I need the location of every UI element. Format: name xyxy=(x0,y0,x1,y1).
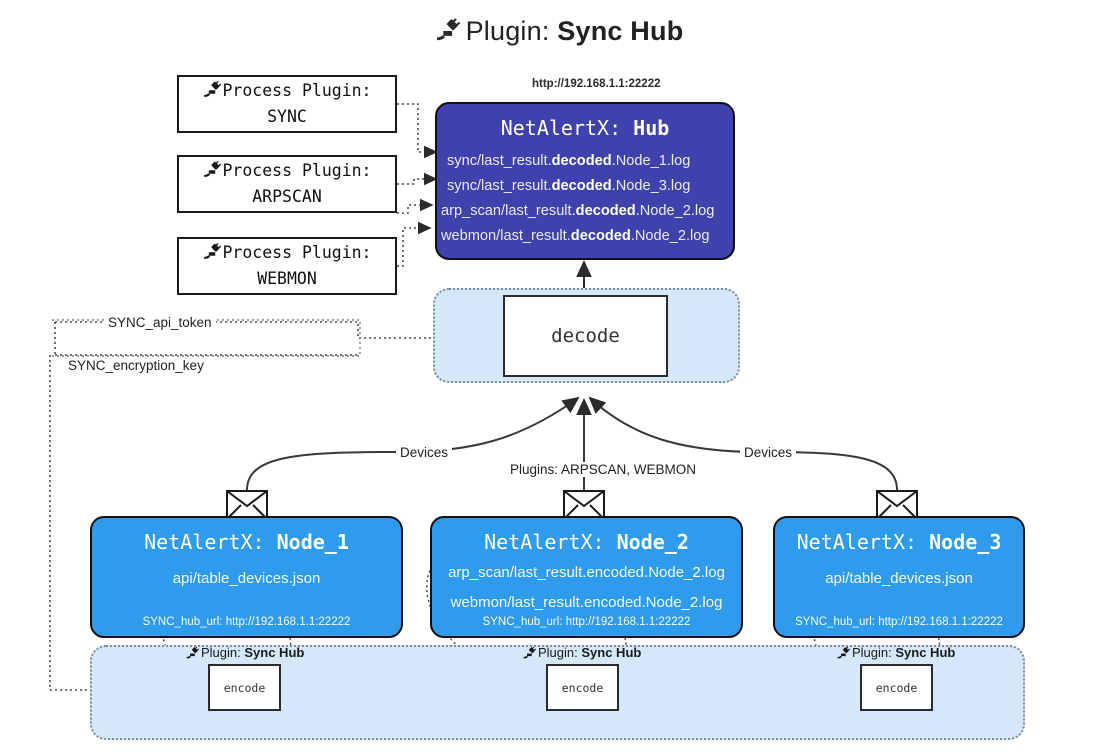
plug-icon xyxy=(185,646,199,663)
decode-label: decode xyxy=(551,325,620,347)
hub-log-item: sync/last_result.decoded.Node_1.log xyxy=(447,153,691,169)
envelope-icon xyxy=(563,490,605,525)
title-prefix: Plugin: xyxy=(465,16,550,46)
encode-label: encode xyxy=(875,680,918,695)
decode-box[interactable]: decode xyxy=(503,295,668,377)
title-name: Sync Hub xyxy=(557,16,684,46)
hub-url-label: http://192.168.1.1:22222 xyxy=(532,78,661,90)
encoder-tag-name: Sync Hub xyxy=(581,645,642,660)
process-plugin-sync[interactable]: Process Plugin: SYNC xyxy=(177,75,397,133)
process-plugin-title: Process Plugin: xyxy=(222,161,372,181)
secret-label-encryption-key: SYNC_encryption_key xyxy=(64,358,208,373)
process-plugin-name: ARPSCAN xyxy=(252,186,322,206)
node-path-item: webmon/last_result.encoded.Node_2.log xyxy=(450,594,723,611)
encoder-plugin-tag-2: Plugin: Sync Hub xyxy=(522,645,641,663)
plug-icon xyxy=(202,80,222,105)
node-2[interactable]: NetAlertX: Node_2 arp_scan/last_result.e… xyxy=(430,516,743,638)
encoder-plugin-tag-1: Plugin: Sync Hub xyxy=(185,645,304,663)
hub-log-item: sync/last_result.decoded.Node_3.log xyxy=(447,178,691,194)
hub-node[interactable]: NetAlertX: Hub sync/last_result.decoded.… xyxy=(435,102,735,260)
node-title: NetAlertX: Node_2 xyxy=(484,530,689,554)
plug-icon xyxy=(202,242,222,267)
process-plugin-webmon[interactable]: Process Plugin: WEBMON xyxy=(177,237,397,295)
process-plugin-title: Process Plugin: xyxy=(222,243,372,263)
node-path-item: arp_scan/last_result.encoded.Node_2.log xyxy=(448,564,725,581)
node-hub-url: SYNC_hub_url: http://192.168.1.1:22222 xyxy=(142,616,351,628)
hub-title: NetAlertX: Hub xyxy=(500,116,670,140)
secret-label-api-token: SYNC_api_token xyxy=(104,315,216,330)
node-path-list: arp_scan/last_result.encoded.Node_2.log … xyxy=(432,558,741,618)
encoder-tag-prefix: Plugin: xyxy=(538,645,578,660)
node-title: NetAlertX: Node_3 xyxy=(796,530,1002,554)
encode-label: encode xyxy=(223,680,266,695)
hub-log-item: webmon/last_result.decoded.Node_2.log xyxy=(441,228,710,244)
encoder-tag-name: Sync Hub xyxy=(895,645,956,660)
encode-box-2[interactable]: encode xyxy=(546,664,619,711)
encode-label: encode xyxy=(561,680,604,695)
hub-log-list: sync/last_result.decoded.Node_1.log sync… xyxy=(437,149,733,249)
edge-label-devices-left: Devices xyxy=(396,445,453,460)
edge-label-plugins-center: Plugins: ARPSCAN, WEBMON xyxy=(506,462,701,477)
node-path-list: api/table_devices.json xyxy=(92,564,401,594)
node-hub-url: SYNC_hub_url: http://192.168.1.1:22222 xyxy=(795,616,1003,628)
node-path-item: api/table_devices.json xyxy=(825,570,973,587)
page-title: Plugin: Sync Hub xyxy=(0,16,1117,50)
hub-log-item: arp_scan/last_result.decoded.Node_2.log xyxy=(441,203,715,219)
process-plugin-arpscan[interactable]: Process Plugin: ARPSCAN xyxy=(177,155,397,213)
process-plugin-title: Process Plugin: xyxy=(222,81,372,101)
encode-box-1[interactable]: encode xyxy=(208,664,281,711)
node-path-list: api/table_devices.json xyxy=(775,564,1023,594)
process-plugin-name: WEBMON xyxy=(257,268,317,288)
node-title: NetAlertX: Node_1 xyxy=(144,530,349,554)
plug-icon xyxy=(434,17,460,50)
process-plugin-name: SYNC xyxy=(267,106,307,126)
encode-box-3[interactable]: encode xyxy=(860,664,933,711)
encoder-tag-prefix: Plugin: xyxy=(852,645,892,660)
encoder-tag-name: Sync Hub xyxy=(244,645,305,660)
encoder-plugin-tag-3: Plugin: Sync Hub xyxy=(836,645,955,663)
node-1[interactable]: NetAlertX: Node_1 api/table_devices.json… xyxy=(90,516,403,638)
node-path-item: api/table_devices.json xyxy=(172,570,321,587)
plug-icon xyxy=(522,646,536,663)
plug-icon xyxy=(836,646,850,663)
envelope-icon xyxy=(226,490,268,525)
edge-label-devices-right: Devices xyxy=(740,445,797,460)
plug-icon xyxy=(202,160,222,185)
node-hub-url: SYNC_hub_url: http://192.168.1.1:22222 xyxy=(482,616,691,628)
node-3[interactable]: NetAlertX: Node_3 api/table_devices.json… xyxy=(773,516,1025,638)
encoder-tag-prefix: Plugin: xyxy=(201,645,241,660)
